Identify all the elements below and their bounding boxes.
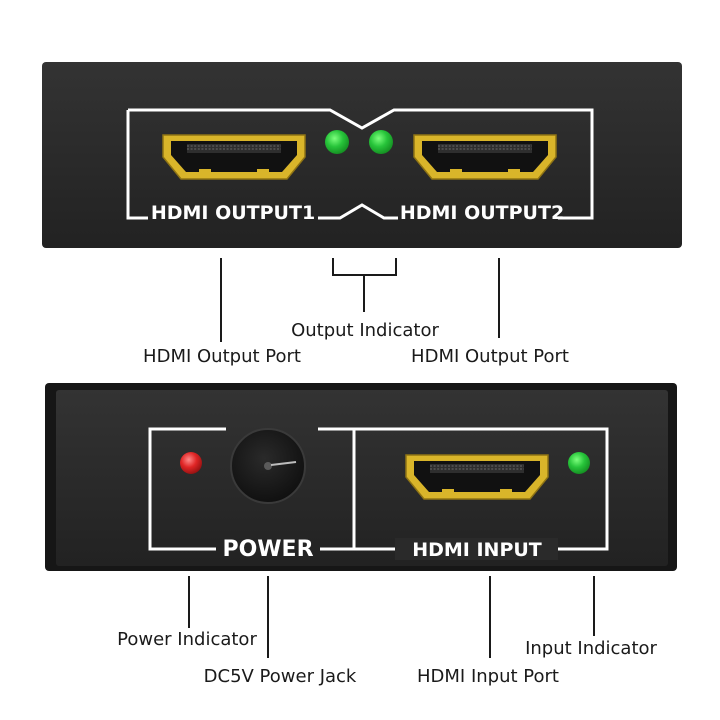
output1-label: HDMI OUTPUT1: [151, 202, 315, 224]
callout-output-port-right: HDMI Output Port: [411, 346, 569, 367]
bottom-device-panel: POWER HDMI INPUT: [45, 383, 677, 571]
power-led: [180, 452, 202, 474]
top-leader-lines: [220, 258, 500, 342]
hdmi-output1-port[interactable]: [162, 134, 306, 180]
output1-led: [325, 130, 349, 154]
dc-power-jack[interactable]: [230, 428, 306, 504]
callout-output-indicator: Output Indicator: [291, 320, 439, 341]
hdmi-input-port[interactable]: [405, 454, 549, 500]
input-label: HDMI INPUT: [412, 539, 542, 561]
power-label: POWER: [222, 537, 313, 562]
input-led: [568, 452, 590, 474]
output2-led: [369, 130, 393, 154]
callout-output-port-left: HDMI Output Port: [143, 346, 301, 367]
hdmi-output2-port[interactable]: [413, 134, 557, 180]
bottom-leader-lines: [188, 576, 595, 658]
top-device-panel: HDMI OUTPUT1 HDMI OUTPUT2: [42, 62, 682, 248]
callout-input-port: HDMI Input Port: [417, 666, 559, 687]
output2-label: HDMI OUTPUT2: [400, 202, 564, 224]
callout-power-jack: DC5V Power Jack: [204, 666, 357, 687]
callout-power-indicator: Power Indicator: [117, 629, 257, 650]
callout-input-indicator: Input Indicator: [525, 638, 657, 659]
